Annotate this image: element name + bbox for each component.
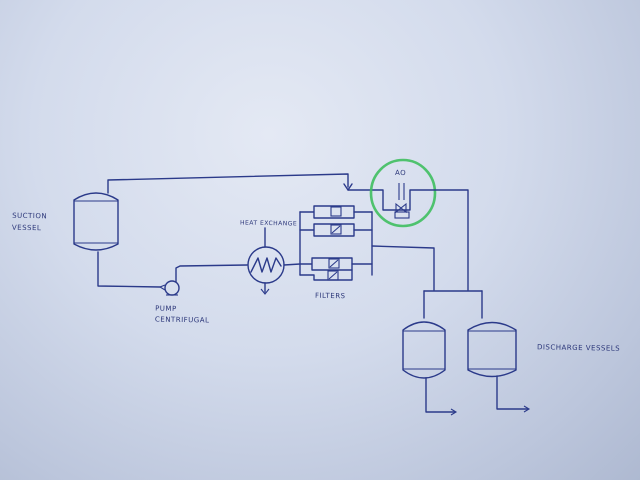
ao-label: AO [394,168,407,178]
centrifugal-pump [158,280,180,296]
discharge-riser [433,189,469,291]
heat-exchanger-label: Heat Exchange [239,219,298,228]
discharge-vessel-2 [467,321,531,413]
filter-outlet-line [371,245,435,291]
discharge-vessel-1 [402,321,458,416]
suction-vessel [73,192,119,251]
pump-label: Pump Centrifugal [154,304,210,325]
heat-exchanger [247,227,285,295]
filter-bank [299,205,373,281]
hx-to-filters-line [283,263,301,266]
recycle-line [107,173,349,194]
highlight-circle [369,158,437,228]
filters-label: Filters [314,291,346,301]
ao-relief-valve [347,183,435,219]
suction-line [97,251,161,288]
suction-vessel-label: Suction Vessel [11,211,48,233]
pump-discharge-line [175,264,248,283]
discharge-vessels-label: Discharge Vessels [536,343,621,353]
